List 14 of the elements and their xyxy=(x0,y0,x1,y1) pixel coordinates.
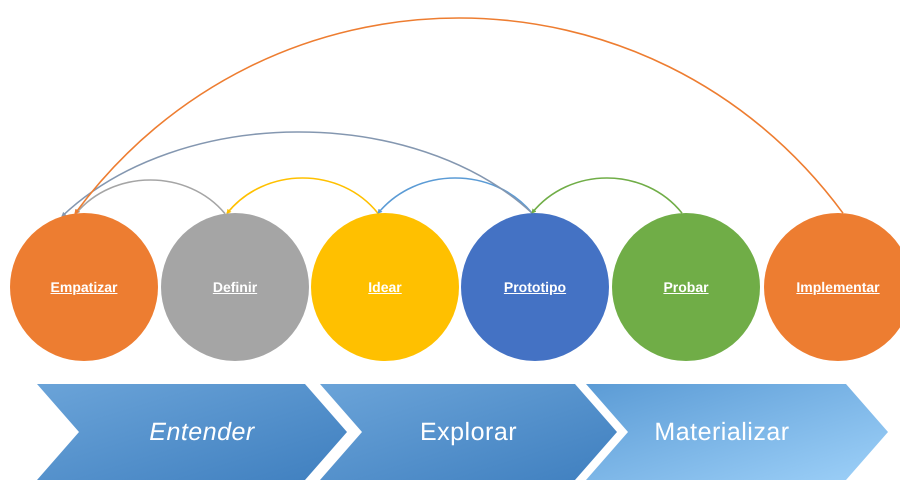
stage-label: Empatizar xyxy=(50,279,118,295)
stage-label: Implementar xyxy=(796,279,880,295)
phase-label: Entender xyxy=(149,418,255,446)
phase-label: Materializar xyxy=(654,418,790,446)
connector-arrow xyxy=(75,179,226,214)
connector-arrow xyxy=(61,131,532,217)
stage-label: Prototipo xyxy=(504,279,566,295)
stage-label: Idear xyxy=(368,279,402,295)
stage-label: Probar xyxy=(663,279,709,295)
connector-arrow xyxy=(377,177,533,214)
connector-arrow xyxy=(74,18,844,214)
phase-label: Explorar xyxy=(420,418,518,446)
stage-label: Definir xyxy=(212,279,258,295)
connector-arrow xyxy=(226,177,379,214)
